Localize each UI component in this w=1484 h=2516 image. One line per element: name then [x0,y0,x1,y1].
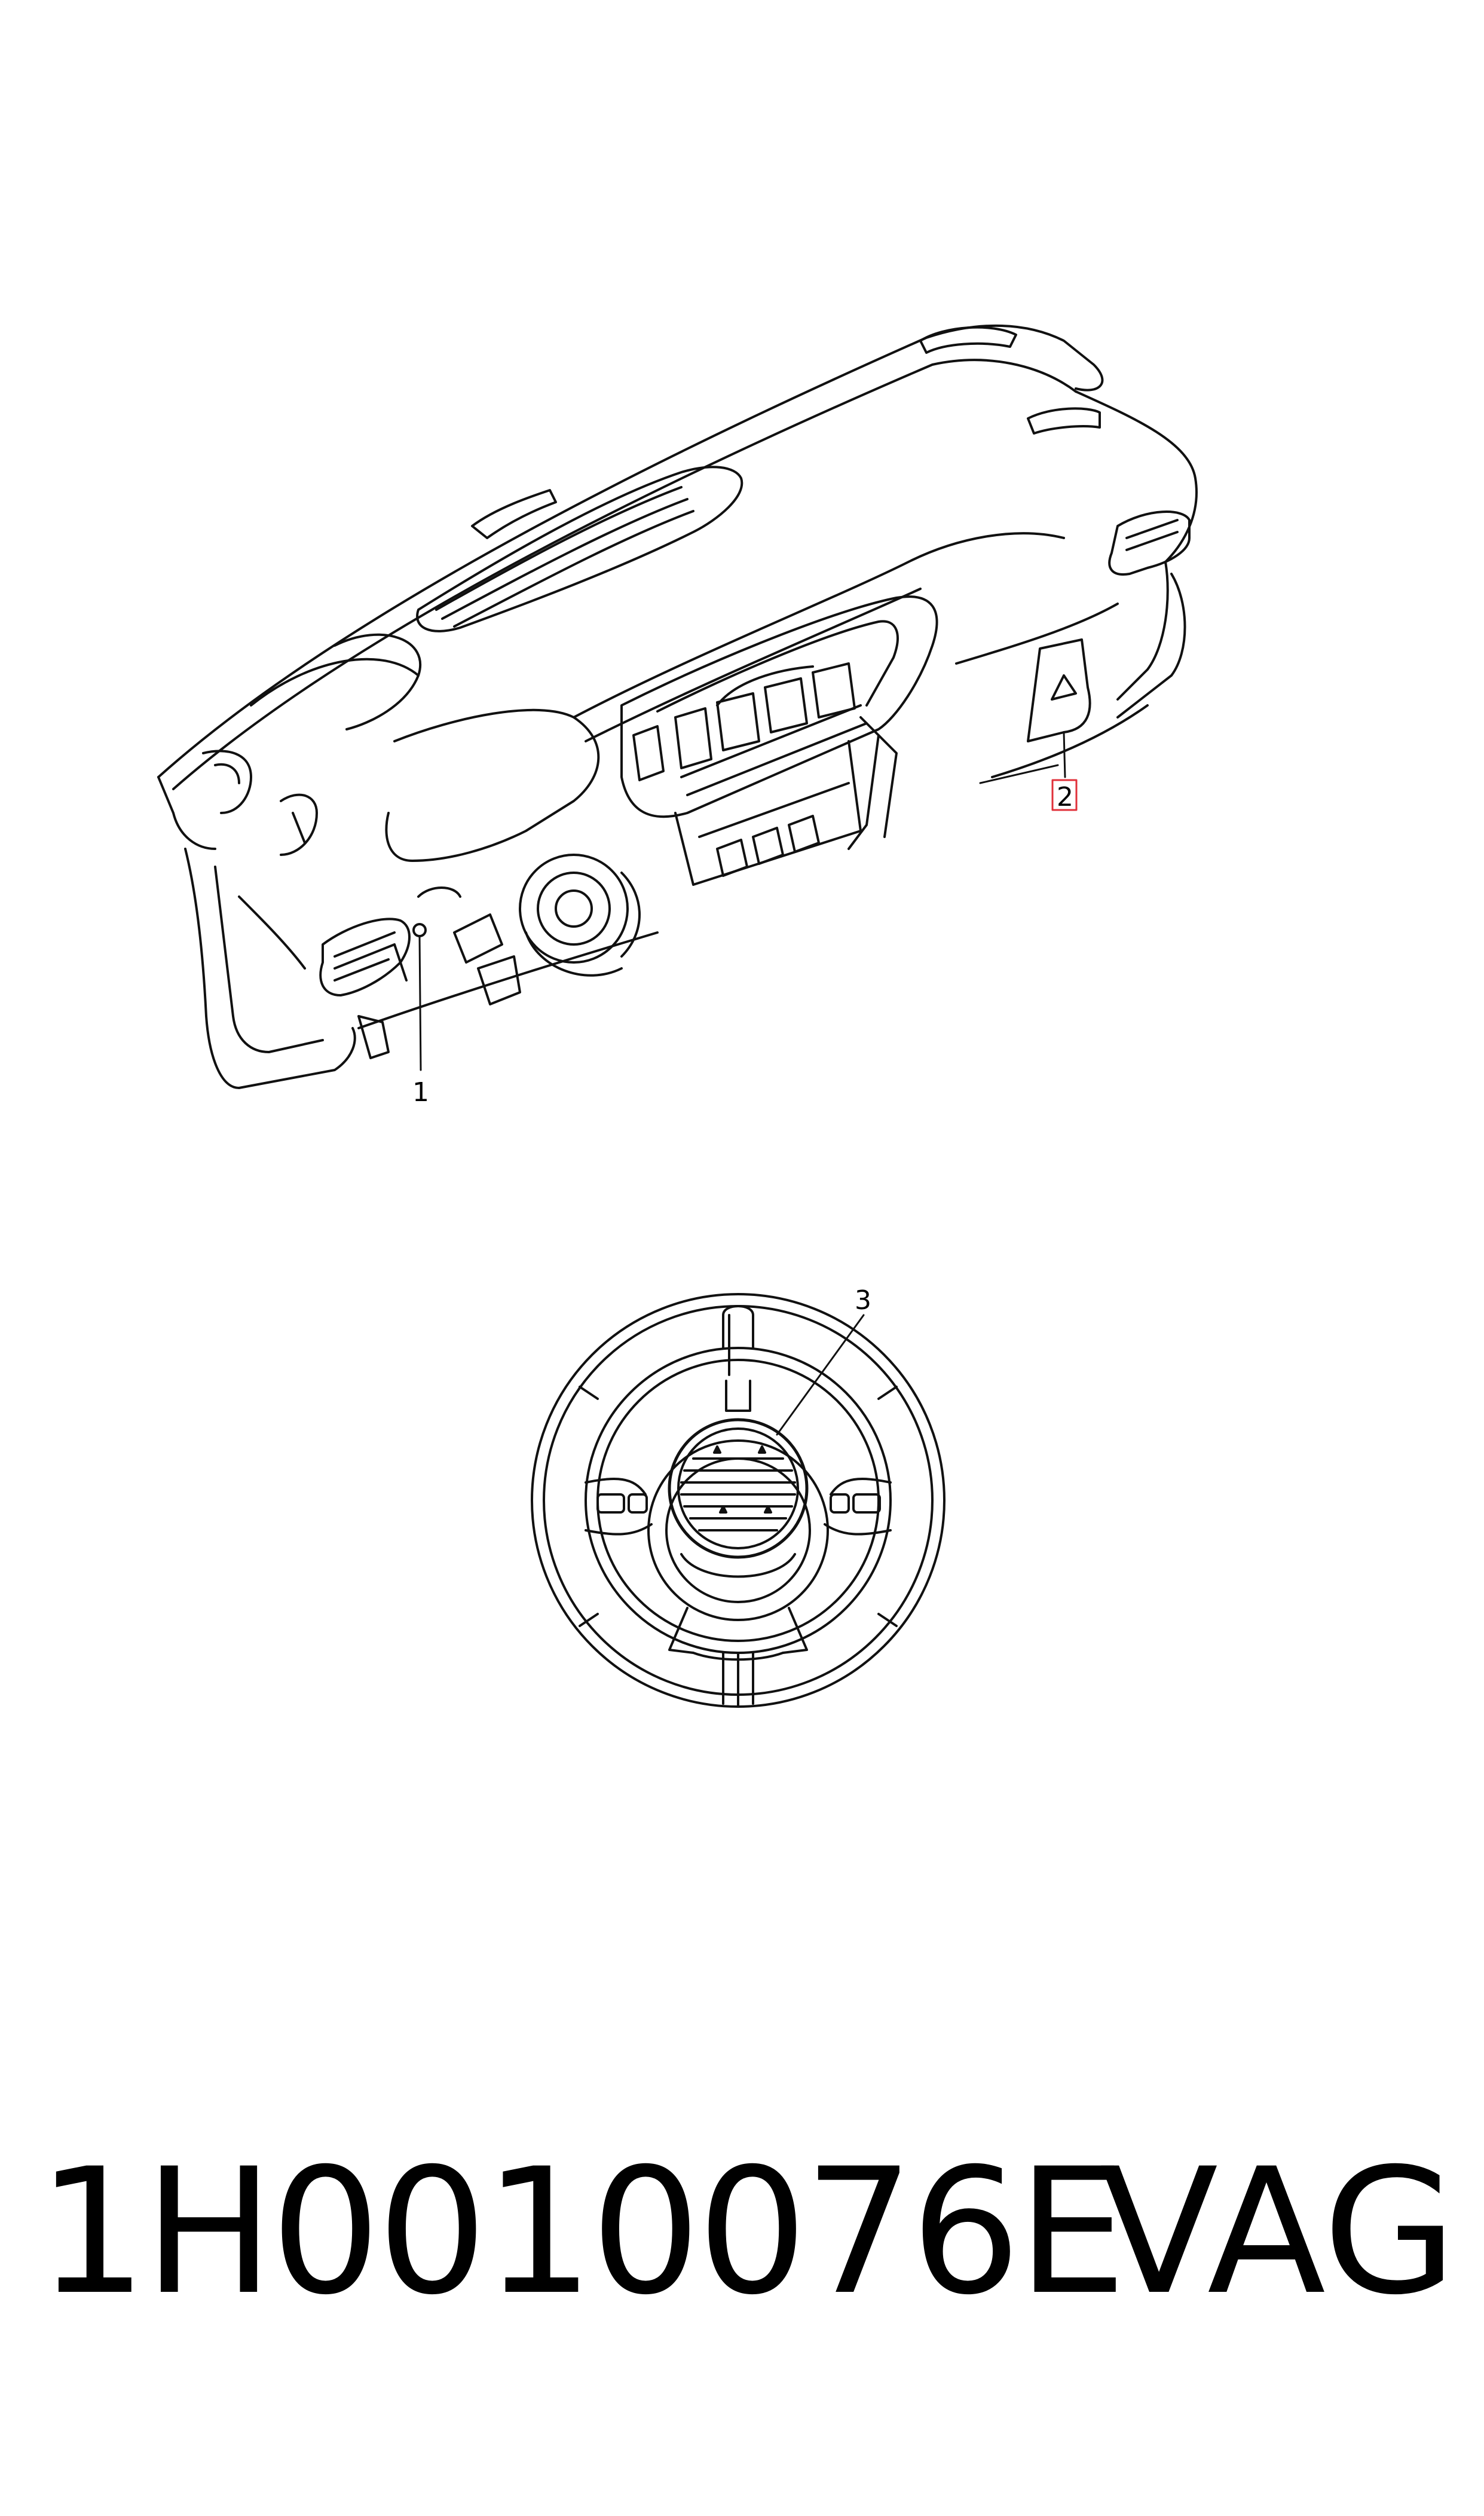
steering-wheel-illustration [531,1293,946,1708]
part-number: 1H0010076E [37,2132,1127,2333]
callout-3-label: 3 [855,1285,871,1316]
callout-2-label: 2 [1057,782,1073,812]
callout-2-highlight-box [1051,779,1078,811]
dashboard-illustration [157,324,1198,1089]
callout-1-leader [418,935,422,1071]
callout-2-leader [1063,731,1066,778]
callout-3-leader [776,1314,865,1436]
callout-2-underline [979,764,1059,784]
brand-name: VAG [1100,2132,1457,2333]
callout-1-label: 1 [412,1077,429,1108]
